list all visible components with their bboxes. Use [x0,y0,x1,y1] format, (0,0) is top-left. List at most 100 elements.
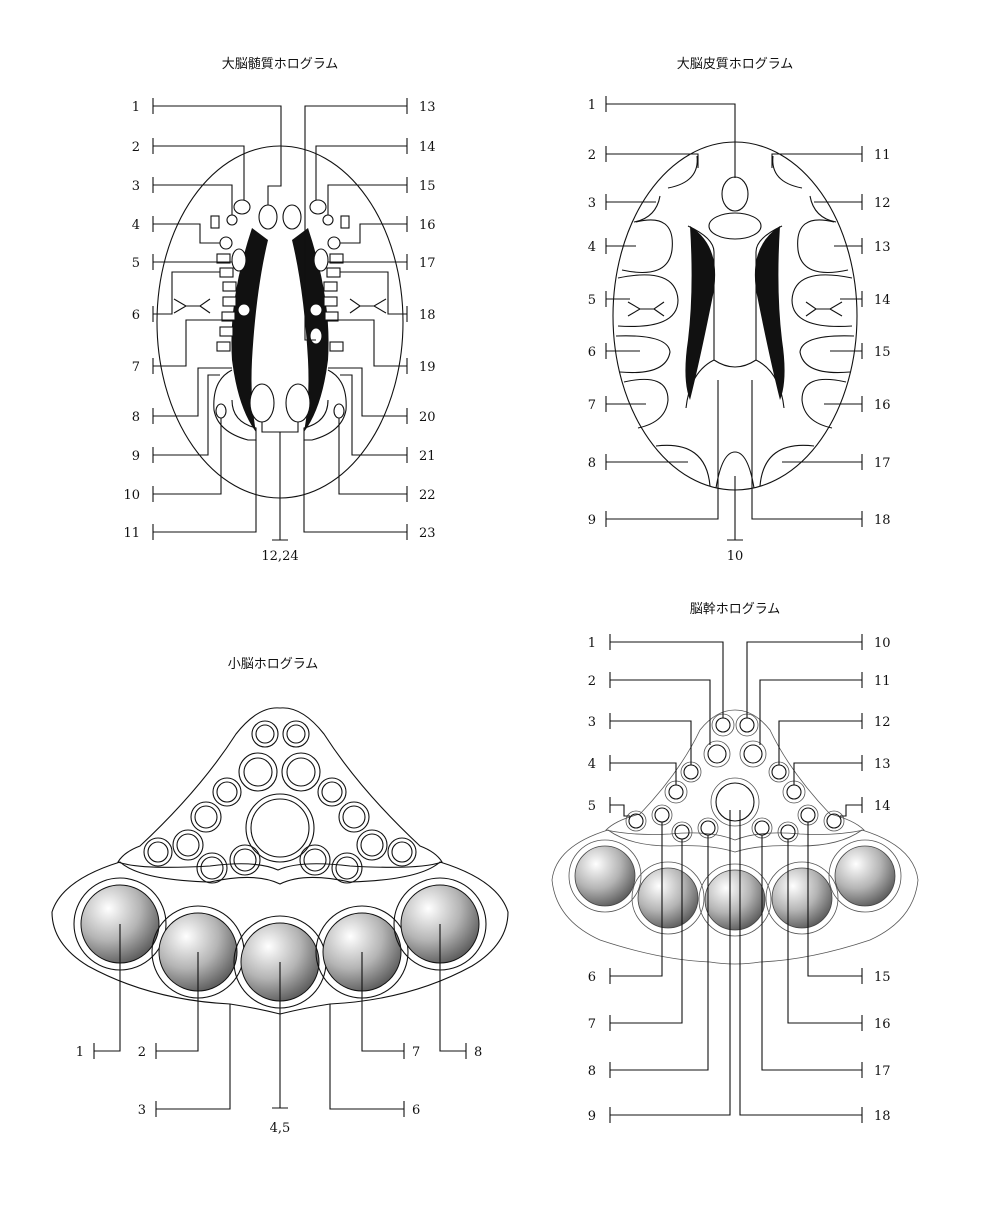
medulla-small-oval [309,199,327,215]
medulla-small-oval [237,303,251,317]
medulla-right-hook [303,369,347,441]
brainstem-label: 8 [588,1064,596,1079]
medulla-label: 15 [419,179,436,194]
brainstem-node [628,813,644,829]
cerebellum-node [251,720,279,748]
medulla-label: 4 [132,218,140,233]
medulla-block [340,215,350,229]
brainstem-body [551,829,919,965]
medulla-small-oval [215,403,227,419]
medulla-block [329,253,344,264]
medulla-block [323,281,338,292]
cortex-bottom-leader [727,476,743,541]
brainstem-right-label-group: 10 11 12 13 14 15 16 17 18 [874,636,891,1124]
medulla-label: 7 [132,360,140,375]
medulla-label: 14 [419,140,436,155]
medulla-label: 2 [132,140,140,155]
cortex-top-oval [721,176,749,212]
medulla-left-leaders [152,98,282,540]
brainstem-node [826,813,842,829]
medulla-label: 17 [419,256,436,271]
medulla-top-oval [258,204,278,230]
medulla-block [222,281,237,292]
medulla-label: 20 [419,410,436,425]
cortex-label: 5 [588,293,596,308]
medulla-block [323,296,338,307]
cortex-label: 6 [588,345,596,360]
cerebellum-node [356,829,388,861]
cortex-label: 11 [874,148,891,163]
cerebellum-node [196,852,228,884]
brainstem-node [707,744,727,764]
cortex-label: 16 [874,398,891,413]
medulla-block [222,296,237,307]
medulla-label: 16 [419,218,436,233]
brainstem-label: 13 [874,757,891,772]
brainstem-label: 6 [588,970,596,985]
medulla-label: 11 [123,526,140,541]
medulla-label: 23 [419,526,436,541]
brainstem-label: 17 [874,1064,891,1079]
medulla-bottom-label: 12,24 [261,549,298,564]
cerebellum-label: 3 [138,1103,146,1118]
cerebellum-node [317,777,347,807]
medulla-bottom-leader [261,422,299,541]
medulla-label: 10 [123,488,140,503]
cortex-right-band [754,226,785,400]
cortex-label: 4 [588,240,596,255]
medulla-bottom-oval [285,383,311,423]
brainstem-node [739,717,755,733]
medulla-label: 13 [419,100,436,115]
cortex-right-label-group: 11 12 13 14 15 16 17 18 [874,148,891,528]
medulla-small-oval [333,403,345,419]
cortex-label: 13 [874,240,891,255]
cerebellum-body [51,861,509,1015]
cortex-label: 17 [874,456,891,471]
medulla-small-oval [309,327,323,345]
cerebellum-node [212,777,242,807]
brainstem-mound [605,709,865,841]
cortex-lobes [615,155,855,489]
cortex-label: 1 [588,98,596,113]
brainstem-label: 15 [874,970,891,985]
medulla-right-leaders [303,98,408,540]
cortex-label: 9 [588,513,596,528]
cortex-left-label-group: 1 2 3 4 5 6 7 8 9 [588,98,596,528]
cerebellum-label: 2 [138,1045,146,1060]
medulla-block [219,267,234,278]
brainstem-left-leaders [609,634,731,1123]
brainstem-node [654,807,670,823]
brainstem-label: 1 [588,636,596,651]
cortex-left-band [685,226,716,400]
medulla-label: 19 [419,360,436,375]
cerebellum-center-node [245,793,315,863]
medulla-right-label-group: 13 14 15 16 17 18 19 20 21 22 23 [419,100,436,541]
brainstem-label: 12 [874,715,891,730]
medulla-title: 大脳髄質ホログラム [222,57,339,72]
brainstem-node [771,764,787,780]
brainstem-center-node [715,782,755,822]
medulla-y-branch [349,298,387,314]
medulla-small-oval [327,236,341,250]
brainstem-sphere [574,845,636,907]
medulla-small-oval [226,214,238,226]
medulla-label: 21 [419,449,436,464]
medulla-label: 22 [419,488,436,503]
medulla-right-band [292,228,329,432]
cortex-label: 15 [874,345,891,360]
brainstem-node [780,824,796,840]
brainstem-node [683,764,699,780]
cerebellum-node [282,720,310,748]
cerebellum-node [172,829,204,861]
brainstem-spheres [568,839,902,937]
brainstem-title: 脳幹ホログラム [690,601,781,617]
cortex-label: 14 [874,293,891,308]
medulla-small-oval [219,236,233,250]
medulla-bottom-oval [249,383,275,423]
brainstem-node [668,784,684,800]
brainstem-label: 9 [588,1109,596,1124]
cortex-label: 7 [588,398,596,413]
medulla-left-band [231,228,268,432]
medulla-label: 9 [132,449,140,464]
